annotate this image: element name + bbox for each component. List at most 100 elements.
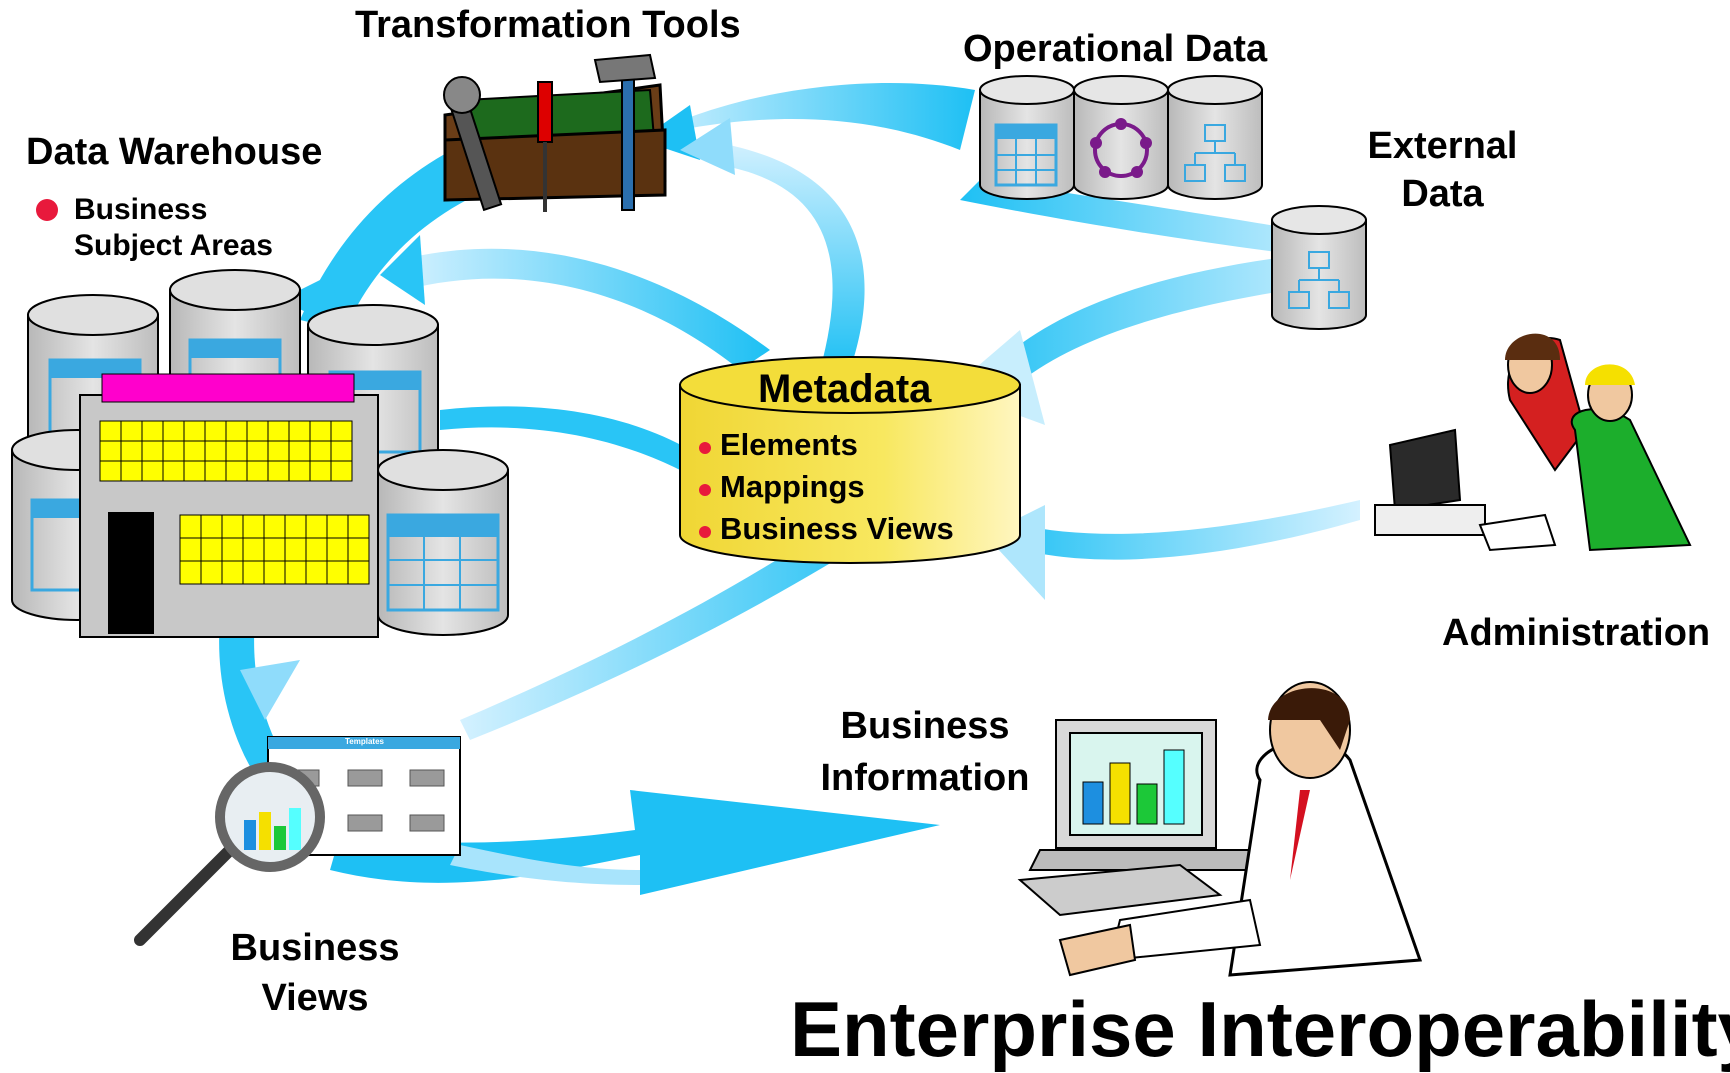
window-pane bbox=[120, 420, 143, 442]
flow-metadata-to-tools bbox=[700, 140, 865, 370]
window-pane bbox=[267, 440, 290, 462]
flow-metadata-to-views bbox=[460, 505, 900, 740]
window-pane bbox=[288, 420, 311, 442]
flow-operational-to-tools bbox=[640, 83, 975, 150]
window-pane bbox=[347, 560, 370, 585]
window-pane bbox=[326, 514, 349, 539]
window-pane bbox=[263, 514, 286, 539]
footer-cutoff-title: Enterprise Interoperability bbox=[790, 985, 1730, 1073]
external-data-cylinder bbox=[1271, 205, 1367, 330]
template-cell bbox=[347, 769, 383, 787]
metadata-item-mappings: Mappings bbox=[720, 469, 865, 504]
wrench-icon bbox=[443, 76, 503, 212]
magnifier-icon bbox=[134, 762, 325, 946]
window-pane bbox=[162, 460, 185, 482]
window-pane bbox=[288, 460, 311, 482]
window-pane bbox=[330, 460, 353, 482]
flow-arrowhead-tools-inner bbox=[680, 118, 735, 175]
window-pane bbox=[204, 440, 227, 462]
operational-data-label: Operational Data bbox=[963, 28, 1268, 70]
operational-cylinder-table bbox=[979, 75, 1075, 200]
data-warehouse bbox=[11, 269, 509, 638]
metadata-item-business-views: Business Views bbox=[720, 511, 954, 546]
templates-title: Templates bbox=[345, 737, 384, 746]
metadata-title: Metadata bbox=[758, 367, 932, 411]
window-pane bbox=[162, 420, 185, 442]
template-cell bbox=[347, 814, 383, 832]
window-pane bbox=[288, 440, 311, 462]
window-pane bbox=[141, 440, 164, 462]
operational-data-cylinders bbox=[979, 75, 1263, 200]
window-pane bbox=[309, 440, 332, 462]
metadata-bullet-2 bbox=[699, 484, 711, 496]
template-cell bbox=[409, 814, 445, 832]
window-pane bbox=[99, 440, 122, 462]
window-pane bbox=[284, 514, 307, 539]
businessman-icon bbox=[1017, 681, 1423, 977]
flow-views-to-info-light bbox=[450, 845, 640, 885]
flow-arrows bbox=[219, 83, 1360, 895]
warehouse-windows-top bbox=[99, 420, 353, 482]
window-pane bbox=[347, 537, 370, 562]
window-pane bbox=[183, 420, 206, 442]
window-pane bbox=[330, 440, 353, 462]
external-data-line1: External bbox=[1367, 125, 1518, 167]
window-pane bbox=[225, 420, 248, 442]
transformation-tools-label: Transformation Tools bbox=[355, 4, 741, 46]
flow-metadata-to-warehouse bbox=[400, 248, 770, 370]
window-pane bbox=[120, 440, 143, 462]
toolbox-icon bbox=[443, 53, 667, 212]
window-pane bbox=[200, 560, 223, 585]
window-pane bbox=[141, 420, 164, 442]
window-pane bbox=[204, 460, 227, 482]
window-pane bbox=[284, 560, 307, 585]
window-pane bbox=[263, 560, 286, 585]
window-pane bbox=[99, 460, 122, 482]
window-pane bbox=[179, 537, 202, 562]
window-pane bbox=[305, 560, 328, 585]
window-pane bbox=[330, 420, 353, 442]
window-pane bbox=[246, 420, 269, 442]
window-pane bbox=[225, 460, 248, 482]
window-pane bbox=[179, 514, 202, 539]
flow-arrowhead-tools bbox=[640, 105, 700, 160]
window-pane bbox=[267, 420, 290, 442]
external-data-line2: Data bbox=[1401, 172, 1484, 215]
data-warehouse-label: Data Warehouse bbox=[26, 131, 323, 173]
business-information-line1: Business bbox=[840, 705, 1010, 747]
metadata-bullet-3 bbox=[699, 526, 711, 538]
window-pane bbox=[221, 560, 244, 585]
window-pane bbox=[284, 537, 307, 562]
window-pane bbox=[204, 420, 227, 442]
external-data-label: External Data bbox=[1355, 125, 1530, 215]
window-pane bbox=[263, 537, 286, 562]
flow-admin-to-metadata bbox=[990, 500, 1360, 560]
window-pane bbox=[309, 460, 332, 482]
window-pane bbox=[246, 440, 269, 462]
window-pane bbox=[120, 460, 143, 482]
window-pane bbox=[242, 514, 265, 539]
window-pane bbox=[183, 440, 206, 462]
window-pane bbox=[267, 460, 290, 482]
metadata-cylinder bbox=[679, 356, 1021, 564]
window-pane bbox=[242, 560, 265, 585]
window-pane bbox=[141, 460, 164, 482]
warehouse-windows-bottom bbox=[179, 514, 370, 585]
window-pane bbox=[183, 460, 206, 482]
computer-icon bbox=[1017, 719, 1262, 917]
hammer-icon bbox=[593, 53, 657, 211]
metadata-bullet-1 bbox=[699, 442, 711, 454]
dw-bullet bbox=[36, 199, 58, 221]
flow-arrowhead-views bbox=[240, 660, 300, 720]
business-views-line1: Business bbox=[230, 927, 400, 969]
operational-cylinder-network bbox=[1073, 75, 1169, 200]
screwdriver-icon bbox=[537, 81, 553, 212]
warehouse-building bbox=[79, 373, 379, 638]
dw-subject-areas-line1: Business bbox=[74, 193, 208, 226]
window-pane bbox=[162, 440, 185, 462]
flow-arrowhead-warehouse-2 bbox=[380, 235, 425, 305]
business-information-line2: Information bbox=[820, 756, 1030, 799]
window-pane bbox=[305, 537, 328, 562]
dw-subject-areas-label: Business Subject Areas bbox=[74, 194, 273, 261]
flow-warehouse-to-metadata bbox=[440, 406, 690, 470]
